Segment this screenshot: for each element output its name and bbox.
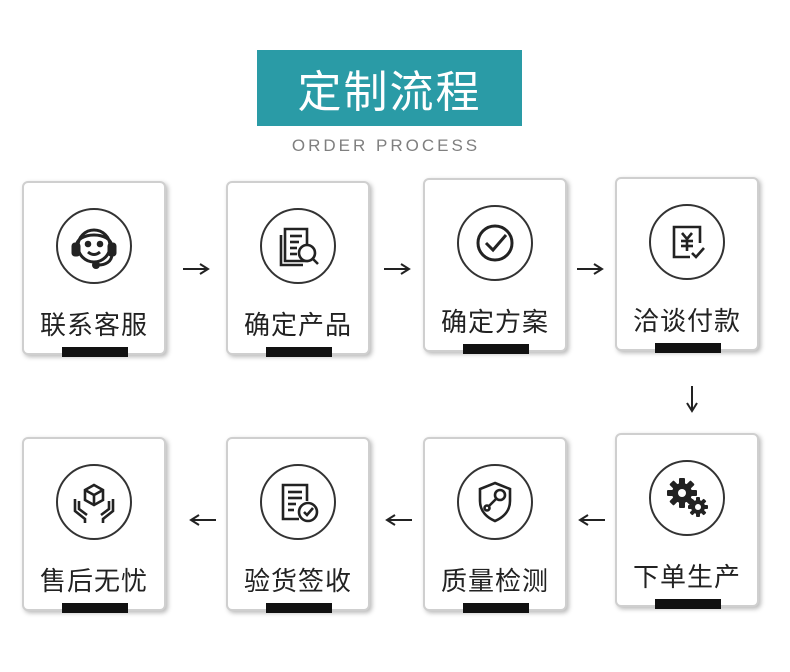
arrow-right-icon [183,263,210,275]
step-card-confirm-product: 确定产品 [226,181,370,357]
arrow-left-icon [578,514,605,526]
step-card-order-production: 下单生产 [615,433,759,609]
arrow-right-icon [577,263,604,275]
step-label: 下单生产 [632,563,741,593]
document-check-icon [260,464,336,540]
step-card-after-sales: 售后无忧 [22,437,166,613]
step-underline [62,347,128,357]
step-label: 确定方案 [440,308,549,338]
document-search-icon [260,208,336,284]
gears-icon [649,460,725,536]
step-label: 联系客服 [39,311,148,341]
step-card-inspect-sign: 验货签收 [226,437,370,613]
arrow-left-icon [189,514,216,526]
step-card-contact-service: 联系客服 [22,181,166,357]
arrow-down-icon [686,386,698,413]
page-subtitle: ORDER PROCESS [291,136,481,155]
shield-wrench-icon [457,464,533,540]
step-underline [655,599,721,609]
step-underline [266,603,332,613]
headset-icon [56,208,132,284]
step-underline [266,347,332,357]
step-card-quality-check: 质量检测 [423,437,567,613]
hands-box-icon [56,464,132,540]
step-label: 洽谈付款 [632,307,741,337]
step-card-confirm-plan: 确定方案 [423,178,567,354]
arrow-right-icon [384,263,411,275]
step-label: 确定产品 [243,311,352,341]
checkmark-icon [457,205,533,281]
step-label: 售后无忧 [39,567,148,597]
yen-payment-icon [649,204,725,280]
step-label: 验货签收 [243,567,352,597]
step-label: 质量检测 [440,567,549,597]
step-underline [463,344,529,354]
step-card-negotiate-payment: 洽谈付款 [615,177,759,353]
step-underline [655,343,721,353]
page-title: 定制流程 [257,50,522,126]
arrow-left-icon [385,514,412,526]
step-underline [463,603,529,613]
step-underline [62,603,128,613]
